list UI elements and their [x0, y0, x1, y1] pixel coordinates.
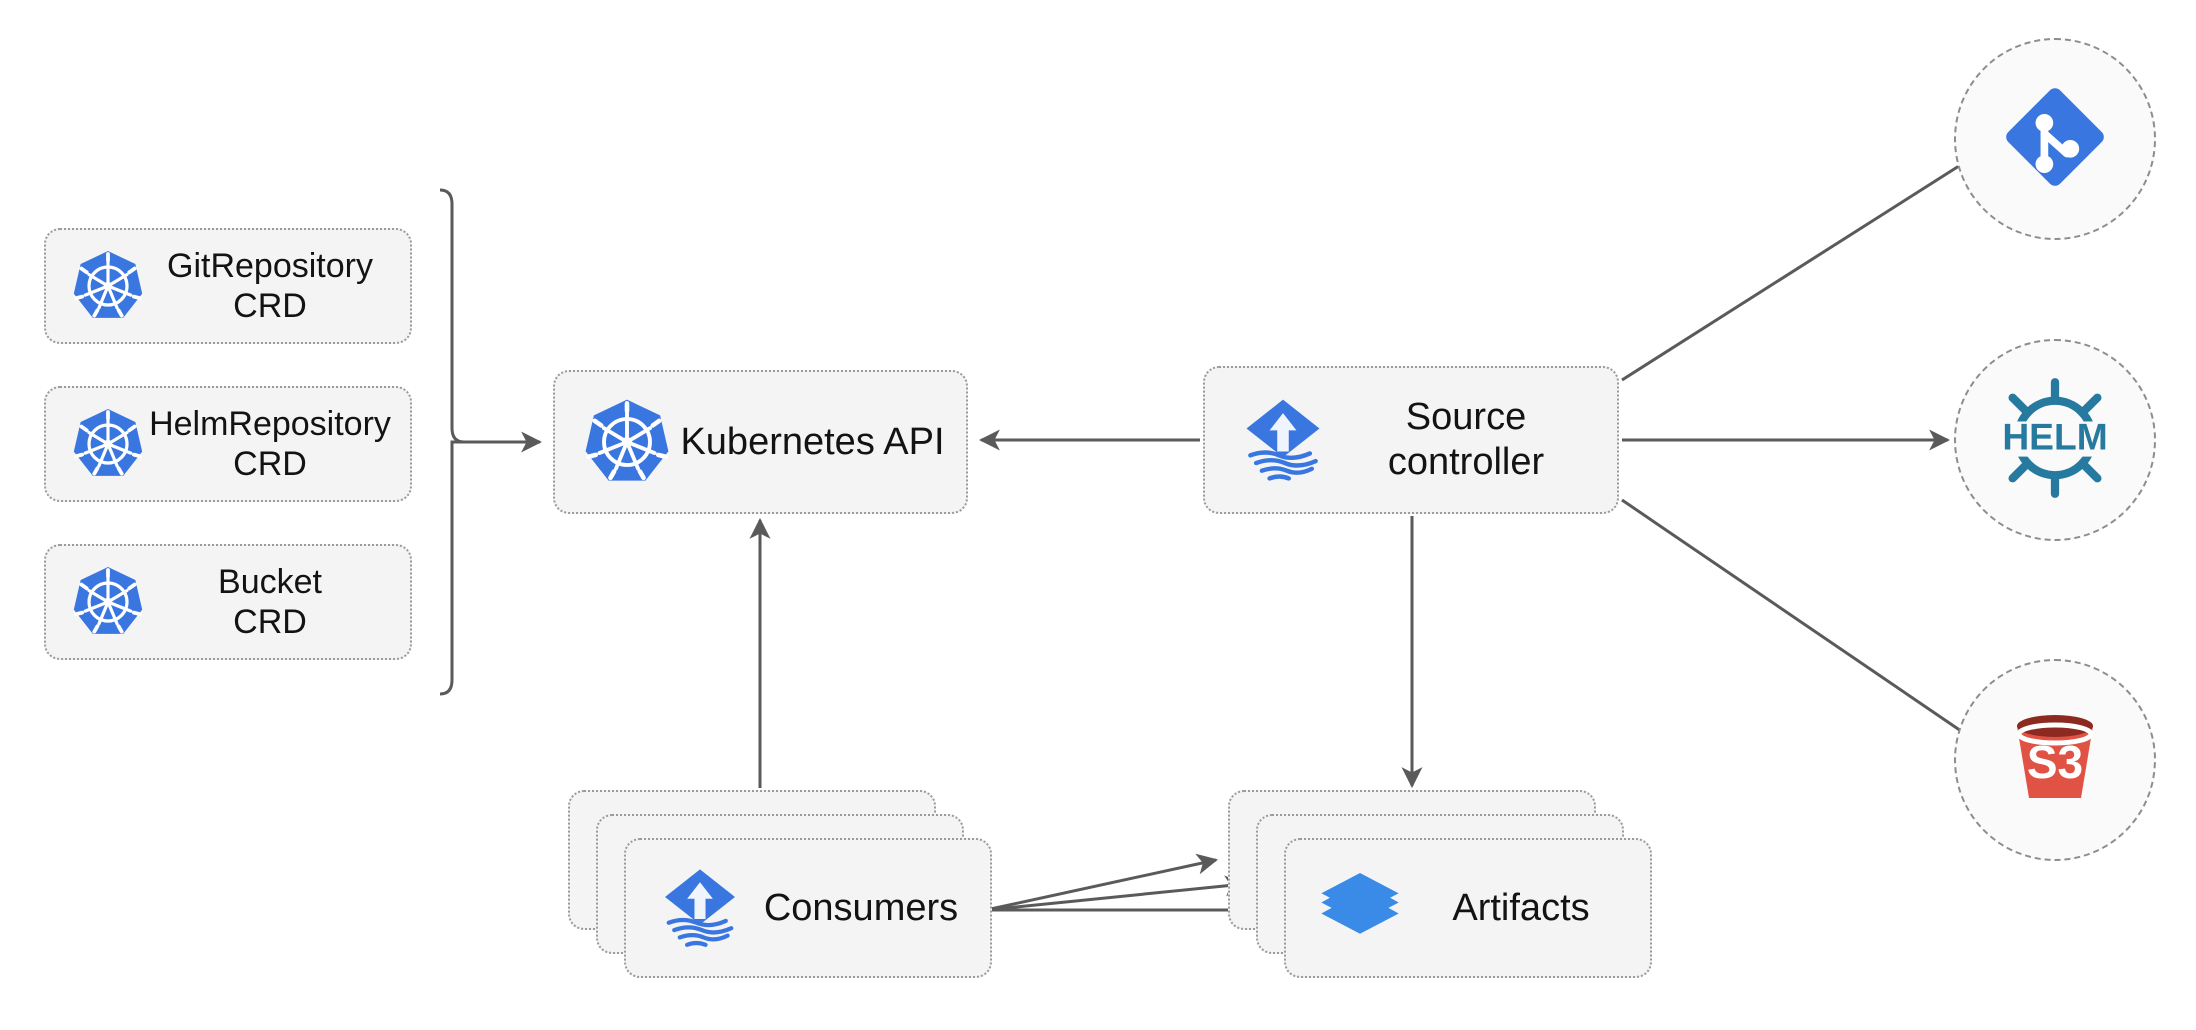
edge-source-to-git: [1621, 143, 1994, 382]
layers-icon: [1314, 862, 1406, 954]
node-label: Kubernetes API: [680, 420, 945, 463]
helm-icon: HELM: [1993, 376, 2117, 505]
consumers-sheet-front[interactable]: Consumers: [624, 838, 992, 978]
node-label: Artifacts: [1452, 886, 1590, 929]
kubernetes-icon: [70, 248, 146, 324]
node-kubernetes-api[interactable]: Kubernetes API: [553, 370, 968, 514]
node-gitrepository-crd[interactable]: GitRepository CRD: [44, 228, 412, 344]
external-git[interactable]: [1954, 38, 2156, 240]
node-helmrepository-crd[interactable]: HelmRepository CRD: [44, 386, 412, 502]
node-bucket-crd[interactable]: Bucket CRD: [44, 544, 412, 660]
git-icon: [1996, 78, 2114, 201]
kubernetes-icon: [581, 396, 673, 488]
external-helm[interactable]: HELM: [1954, 339, 2156, 541]
node-consumers[interactable]: Consumers: [568, 790, 998, 990]
s3-label: S3: [2027, 736, 2083, 788]
node-artifacts[interactable]: Artifacts: [1228, 790, 1658, 990]
flux-icon: [654, 862, 746, 954]
node-label: HelmRepository CRD: [149, 404, 391, 483]
node-source-controller[interactable]: Source controller: [1203, 366, 1619, 514]
node-label: Bucket CRD: [218, 562, 322, 641]
s3-icon: S3: [1995, 698, 2115, 823]
node-label: Source controller: [1387, 396, 1545, 483]
flux-icon: [1235, 392, 1331, 488]
edge-source-to-s3: [1621, 498, 1988, 750]
kubernetes-icon: [70, 564, 146, 640]
helm-label: HELM: [2002, 415, 2107, 457]
edge-consumers-to-artifacts-mid: [985, 875, 1247, 912]
external-s3[interactable]: S3: [1954, 659, 2156, 861]
node-label: GitRepository CRD: [167, 246, 373, 325]
edge-consumers-to-artifacts-top: [985, 853, 1219, 912]
kubernetes-icon: [70, 406, 146, 482]
artifacts-sheet-front[interactable]: Artifacts: [1284, 838, 1652, 978]
node-label: Consumers: [763, 886, 959, 929]
